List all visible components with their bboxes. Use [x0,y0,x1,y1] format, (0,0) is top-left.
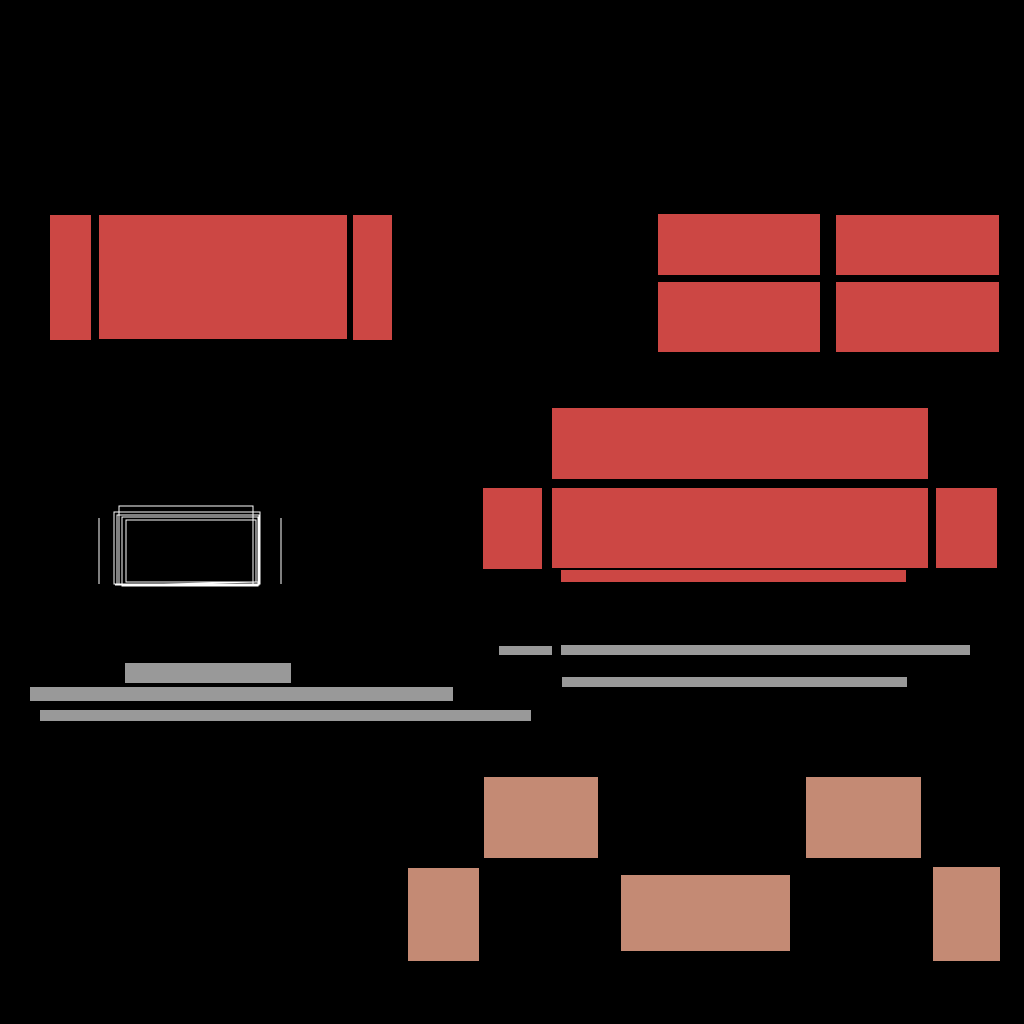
tan-block-lower-left [408,868,479,961]
top-right-block-2 [836,215,999,275]
tan-block-lower-center [621,875,790,951]
tan-block-upper-right [806,777,921,858]
top-right-block-4 [836,282,999,352]
mid-right-block-right [936,488,997,568]
top-left-block-center [99,215,347,339]
grey-bar-left-medium [30,687,453,701]
grey-bar-right-stub [499,646,552,655]
grey-bar-right-top [561,645,970,655]
mid-right-block-left [483,488,542,569]
top-right-block-3 [658,282,820,352]
top-left-block-left [50,215,91,340]
top-right-block-1 [658,214,820,275]
tan-block-lower-right [933,867,1000,961]
top-left-block-right [353,215,392,340]
mid-right-block-center [552,488,928,568]
tan-block-upper-left [484,777,598,858]
grey-bar-left-short [125,663,291,683]
mid-right-strip [561,570,906,582]
grey-bar-left-long [40,710,531,721]
mid-right-block-top [552,408,928,479]
grey-bar-right-bottom [562,677,907,687]
wireframe-rectangle-icon [98,505,282,587]
